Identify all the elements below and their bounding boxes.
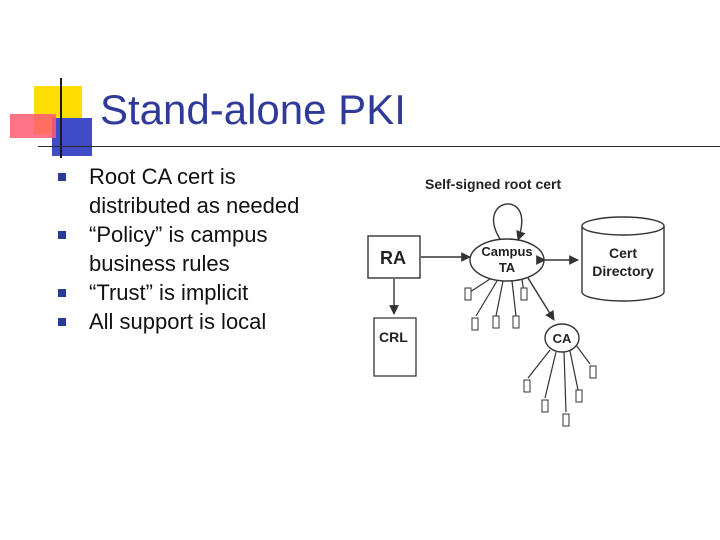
certificate-icon bbox=[520, 287, 528, 301]
bullet-square-icon bbox=[58, 173, 66, 181]
certificate-icon bbox=[492, 315, 500, 329]
certificate-icon bbox=[562, 413, 570, 427]
ta-to-ca-arrow bbox=[527, 277, 555, 321]
bullet-text: All support is local bbox=[89, 309, 267, 334]
certificate-icon bbox=[541, 399, 549, 413]
bullet-text: “Policy” is campus business rules bbox=[89, 222, 268, 276]
certificate-icon bbox=[523, 379, 531, 393]
certificate-icon bbox=[589, 365, 597, 379]
bullet-item: All support is local bbox=[56, 307, 336, 336]
cert-directory-label-line2: Directory bbox=[592, 263, 654, 279]
self-signed-caption: Self-signed root cert bbox=[425, 176, 561, 192]
cert-directory-node bbox=[581, 216, 665, 302]
bullet-item: “Trust” is implicit bbox=[56, 278, 336, 307]
certificate-icon bbox=[471, 317, 479, 331]
bullet-square-icon bbox=[58, 231, 66, 239]
bullet-text: “Trust” is implicit bbox=[89, 280, 249, 305]
bullet-list: Root CA cert is distributed as needed “P… bbox=[56, 162, 336, 336]
pki-diagram: Self-signed root cert RA Campus TA Cert … bbox=[367, 176, 665, 427]
bullet-item: Root CA cert is distributed as needed bbox=[56, 162, 336, 220]
bullet-square-icon bbox=[58, 289, 66, 297]
crl-document bbox=[373, 317, 417, 377]
certificate-icon bbox=[575, 389, 583, 403]
ra-box bbox=[367, 235, 421, 279]
certificate-icon bbox=[464, 287, 472, 301]
accent-vertical-line bbox=[60, 78, 62, 158]
ca-cert-spokes bbox=[527, 344, 591, 413]
ra-label: RA bbox=[380, 248, 406, 268]
self-signed-loop-arrow bbox=[492, 203, 526, 243]
campus-ta-label-line2: TA bbox=[499, 260, 516, 275]
title-divider-line bbox=[38, 146, 720, 147]
bullet-square-icon bbox=[58, 318, 66, 326]
crl-label: CRL bbox=[379, 329, 408, 345]
bullet-item: “Policy” is campus business rules bbox=[56, 220, 336, 278]
ca-label: CA bbox=[553, 331, 572, 346]
bullet-text: Root CA cert is distributed as needed bbox=[89, 164, 300, 218]
campus-ta-label-line1: Campus bbox=[481, 244, 532, 259]
ca-node bbox=[544, 323, 580, 353]
certificate-icon bbox=[512, 315, 520, 329]
slide-title: Stand-alone PKI bbox=[100, 86, 406, 133]
cert-directory-label-line1: Cert bbox=[609, 245, 637, 261]
ta-cert-spokes bbox=[469, 278, 525, 317]
accent-bar-red bbox=[10, 114, 56, 138]
accent-square-blue bbox=[52, 118, 92, 156]
certificate-icons bbox=[464, 287, 597, 427]
